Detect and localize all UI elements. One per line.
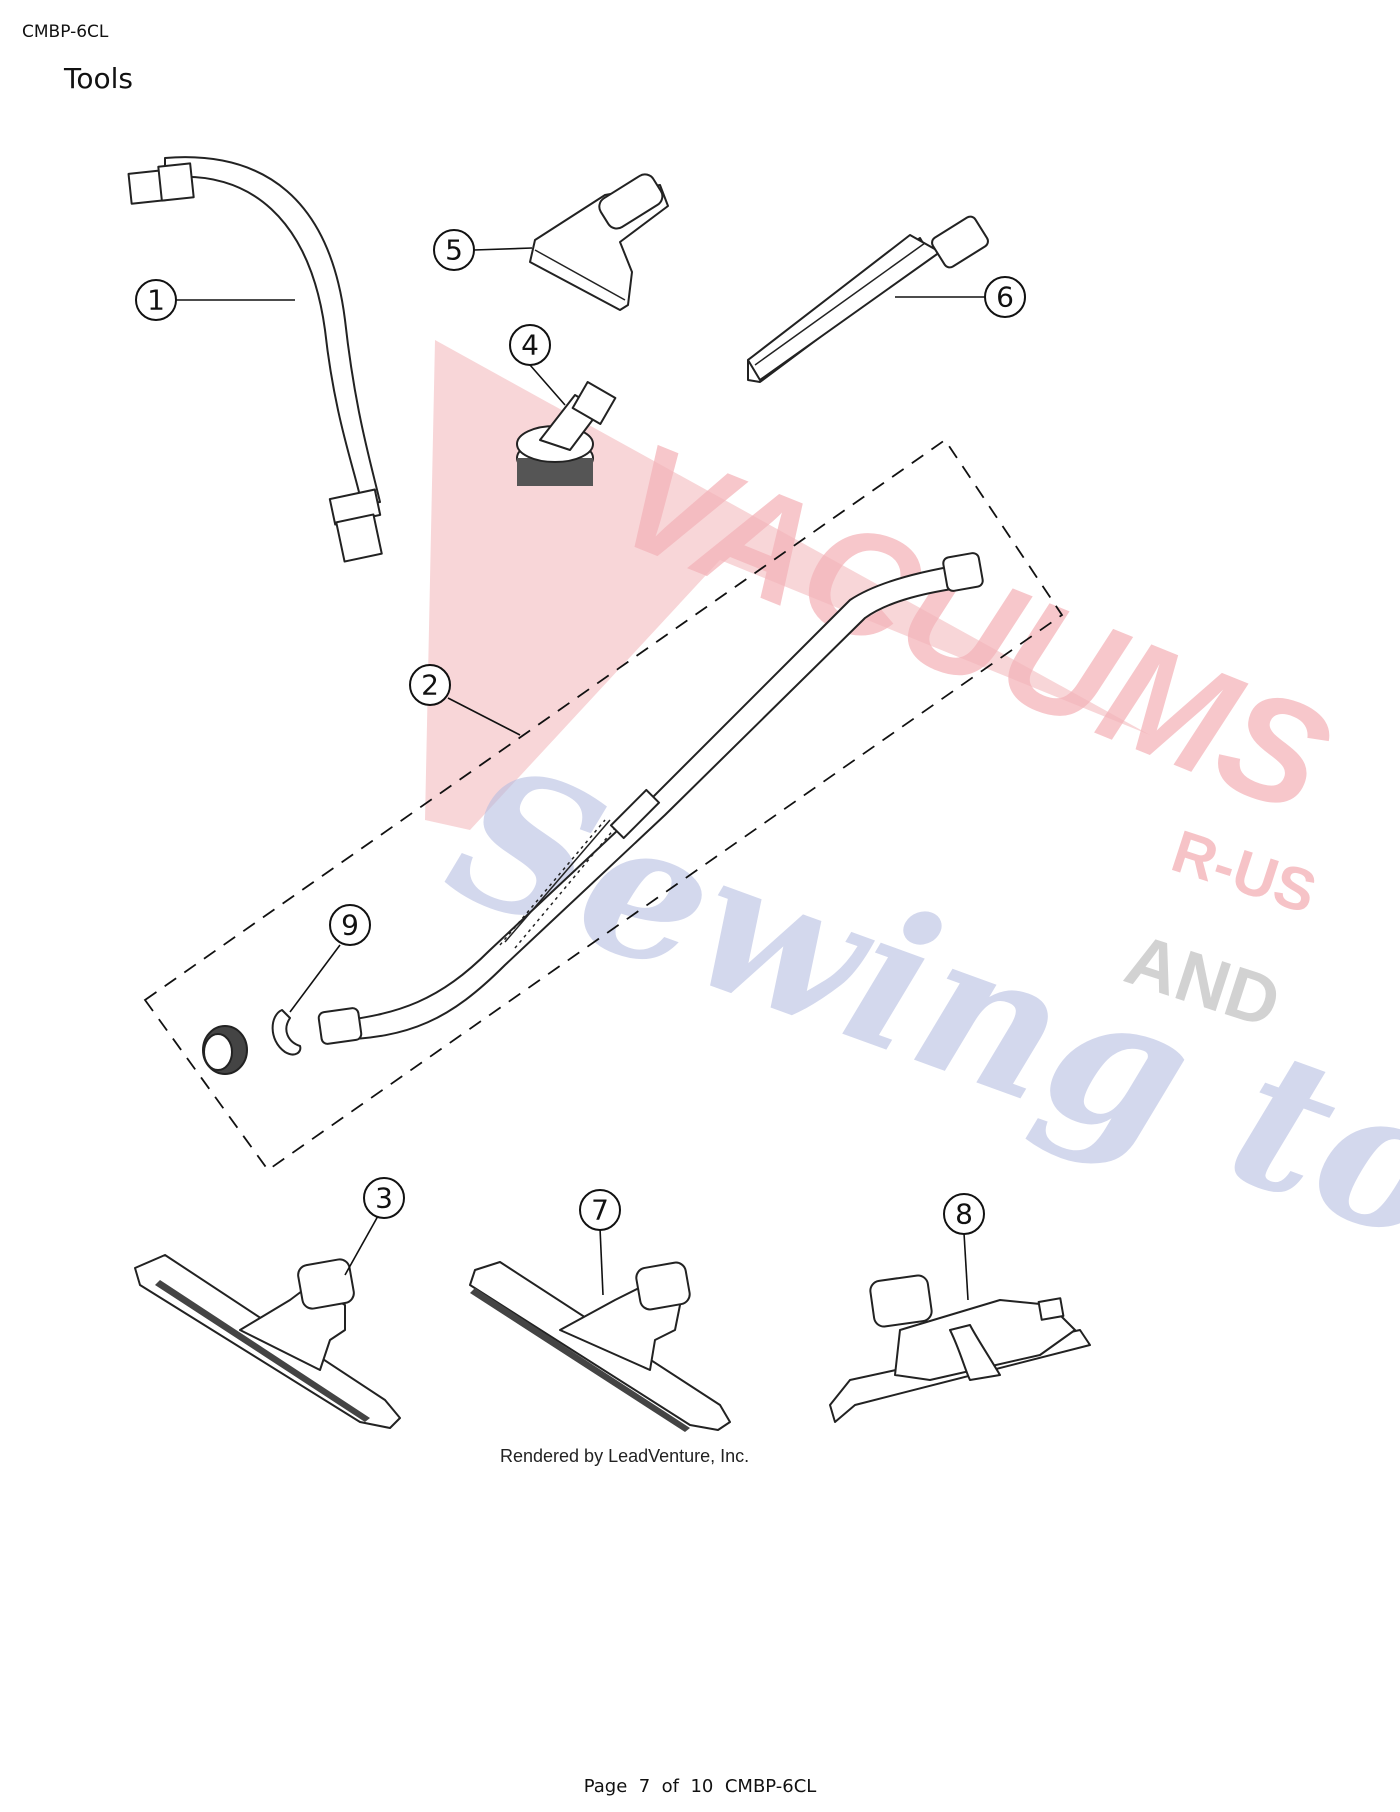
footer-of-label: of <box>661 1776 680 1797</box>
part-1-hose <box>127 156 383 563</box>
render-credit: Rendered by LeadVenture, Inc. <box>500 1446 749 1466</box>
leader-4 <box>529 364 566 406</box>
svg-text:1: 1 <box>147 284 165 317</box>
callout-4: 4 <box>509 324 551 366</box>
assembly-dashed-box <box>143 438 1064 1172</box>
part-4-dusting-brush <box>516 381 617 486</box>
part-9-retaining-ring <box>271 1009 302 1056</box>
part-8-rug-tool <box>829 1274 1091 1423</box>
svg-text:2: 2 <box>421 669 439 702</box>
leader-8 <box>963 1232 969 1301</box>
watermark-logo: VACUUMS R-US AND Sewing too <box>425 340 1400 1330</box>
svg-text:4: 4 <box>521 329 539 362</box>
part-2-wand <box>317 552 984 1045</box>
svg-text:6: 6 <box>996 281 1014 314</box>
svg-text:7: 7 <box>591 1194 609 1227</box>
leader-5 <box>473 247 533 251</box>
footer-doc-code: CMBP-6CL <box>724 1776 817 1797</box>
svg-text:3: 3 <box>375 1182 393 1215</box>
section-title: Tools <box>64 62 133 95</box>
wand-extension-clamp <box>499 819 616 949</box>
callout-5: 5 <box>433 229 475 271</box>
leader-3 <box>344 1215 379 1276</box>
part-7-floor-tool <box>469 1261 731 1432</box>
callout-6: 6 <box>984 276 1026 318</box>
part-3-floor-brush <box>134 1254 401 1429</box>
callout-3: 3 <box>363 1177 405 1219</box>
svg-text:9: 9 <box>341 909 359 942</box>
watermark-v-shape <box>425 340 1150 830</box>
leader-2 <box>447 697 521 736</box>
footer-page-label: Page <box>583 1776 628 1797</box>
footer-page-number: 7 <box>638 1776 651 1797</box>
watermark-vacuums: VACUUMS <box>595 410 1351 846</box>
footer-total-pages: 10 <box>690 1776 714 1797</box>
document-code: CMBP-6CL <box>22 22 109 42</box>
svg-text:5: 5 <box>445 234 463 267</box>
callout-1: 1 <box>135 279 177 321</box>
wand-swivel-nut <box>202 1025 248 1075</box>
svg-text:8: 8 <box>955 1198 973 1231</box>
callout-8: 8 <box>943 1193 985 1235</box>
page-footer: Page 7 of 10 CMBP-6CL <box>0 1776 1400 1797</box>
callout-9: 9 <box>329 904 371 946</box>
callout-7: 7 <box>579 1189 621 1231</box>
part-6-crevice-tool <box>747 215 989 383</box>
watermark-rus: R-US <box>1164 817 1324 926</box>
leader-7 <box>599 1227 604 1296</box>
part-5-upholstery-tool <box>529 173 669 311</box>
leader-9 <box>289 944 341 1013</box>
callout-2: 2 <box>409 664 451 706</box>
